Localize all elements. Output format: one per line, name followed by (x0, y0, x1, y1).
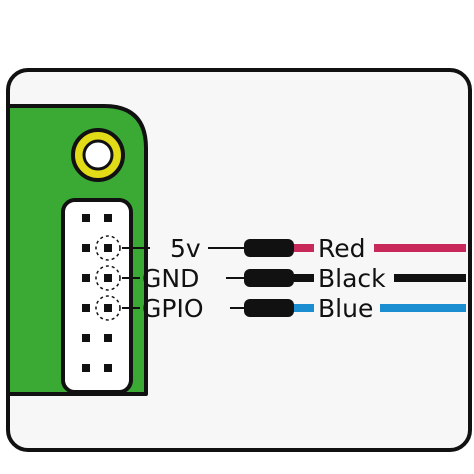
gpio-header-block (61, 198, 133, 394)
wire-stub (294, 304, 314, 312)
wire-stub (294, 274, 314, 282)
pin-label-5v: 5v (170, 234, 201, 263)
wire-label-black: Black (318, 264, 386, 293)
mounting-hole-center (82, 139, 114, 171)
connection-gpio: GPIO Blue (122, 294, 466, 323)
header-pin (82, 244, 90, 252)
pin-highlight-ring (95, 235, 121, 261)
jumper-connector-icon (244, 299, 294, 317)
header-pin (104, 244, 112, 252)
connection-5v: 5v Red (122, 234, 466, 263)
connections: 5v Red GND Black GPIO Blue (122, 234, 466, 323)
header-pin (82, 274, 90, 282)
pin-label-gnd: GND (142, 264, 199, 293)
jumper-connector-icon (244, 239, 294, 257)
header-pin (104, 274, 112, 282)
pin-highlight-ring (95, 265, 121, 291)
pin-highlight-ring (95, 295, 121, 321)
pin-label-gpio: GPIO (142, 294, 204, 323)
gpio-pins (82, 214, 112, 372)
header-pin (104, 364, 112, 372)
jumper-connector-icon (244, 269, 294, 287)
header-pin (82, 304, 90, 312)
header-pin (104, 334, 112, 342)
wire-stub (294, 244, 314, 252)
header-pin (82, 214, 90, 222)
wire-blue (380, 304, 466, 312)
connection-gnd: GND Black (122, 264, 466, 293)
header-pin (82, 334, 90, 342)
connected-pin-highlights (95, 235, 121, 321)
wire-red (374, 244, 466, 252)
header-pin (104, 304, 112, 312)
header-pin (82, 364, 90, 372)
wire-label-blue: Blue (318, 294, 373, 323)
header-pin (104, 214, 112, 222)
wire-black (394, 274, 466, 282)
wire-label-red: Red (318, 234, 366, 263)
